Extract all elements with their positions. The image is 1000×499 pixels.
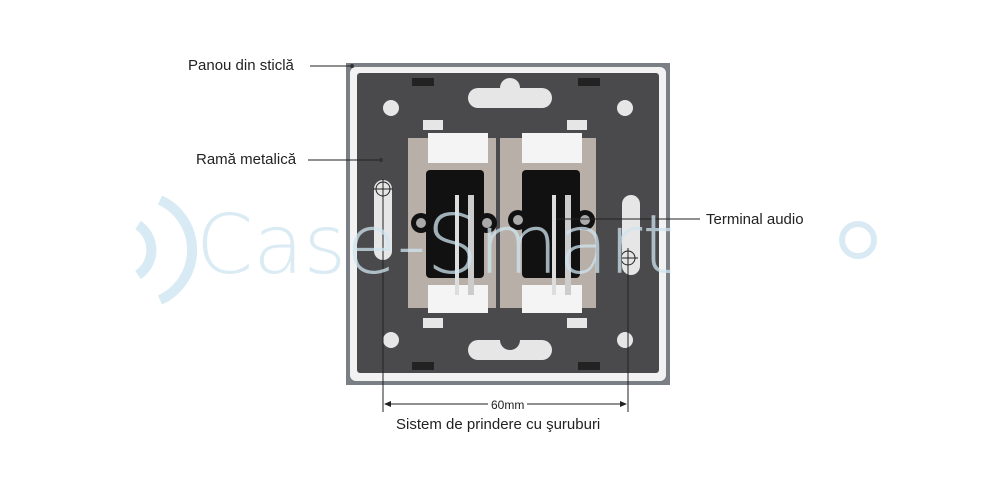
label-metal-frame: Ramă metalică xyxy=(196,151,297,168)
label-glass-panel: Panou din sticlă xyxy=(188,57,294,74)
label-mounting-system: Sistem de prindere cu şuruburi xyxy=(396,416,601,433)
audio-module-right xyxy=(500,133,596,313)
audio-module-left xyxy=(408,133,497,313)
watermark-logo-icon xyxy=(134,195,877,305)
label-audio-terminal: Terminal audio xyxy=(706,211,804,228)
label-dimension: 60mm xyxy=(488,398,528,412)
